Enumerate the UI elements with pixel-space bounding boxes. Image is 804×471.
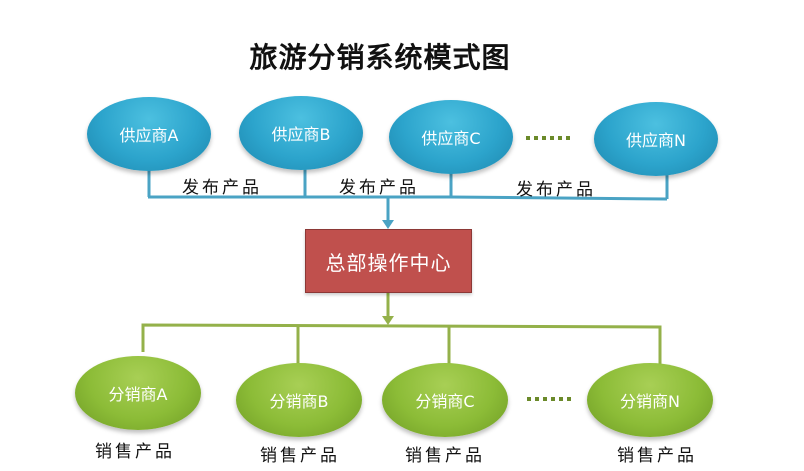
sales-caption-n: 销售产品	[617, 446, 697, 466]
publish-label-2: 发布产品	[339, 178, 419, 198]
publish-label-3: 发布产品	[516, 180, 596, 200]
headquarters-label: 总部操作中心	[325, 250, 452, 275]
distributor-n-node[interactable]: 分销商N	[587, 363, 713, 437]
sales-caption-c: 销售产品	[405, 446, 485, 466]
distributor-c-label: 分销商C	[415, 392, 475, 411]
distributor-c-node[interactable]: 分销商C	[382, 363, 508, 437]
supplier-b-label: 供应商B	[271, 125, 331, 144]
distributor-ellipsis	[527, 397, 573, 401]
distributor-n-label: 分销商N	[620, 392, 680, 411]
supplier-n-label: 供应商N	[626, 131, 686, 150]
distributor-b-node[interactable]: 分销商B	[236, 363, 362, 437]
supplier-ellipsis	[526, 136, 572, 140]
supplier-a-node[interactable]: 供应商A	[87, 97, 211, 171]
distributor-a-node[interactable]: 分销商A	[75, 356, 201, 430]
headquarters-box[interactable]: 总部操作中心	[305, 229, 472, 293]
sales-caption-a: 销售产品	[95, 442, 175, 462]
supplier-a-label: 供应商A	[119, 126, 179, 145]
supplier-c-node[interactable]: 供应商C	[389, 100, 513, 174]
distributor-a-label: 分销商A	[108, 385, 168, 404]
hq-to-distributor-arrowhead	[382, 316, 394, 325]
distributor-b-label: 分销商B	[269, 392, 329, 411]
publish-label-1: 发布产品	[182, 178, 262, 198]
supplier-bus-line	[148, 195, 668, 201]
diagram-title: 旅游分销系统模式图	[249, 41, 511, 74]
supplier-n-node[interactable]: 供应商N	[594, 102, 718, 176]
sales-caption-b: 销售产品	[260, 446, 340, 466]
supplier-b-node[interactable]: 供应商B	[239, 96, 363, 170]
supplier-c-label: 供应商C	[421, 129, 481, 148]
supplier-to-hq-arrowhead	[382, 220, 394, 229]
distributor-bus-line	[141, 323, 662, 365]
